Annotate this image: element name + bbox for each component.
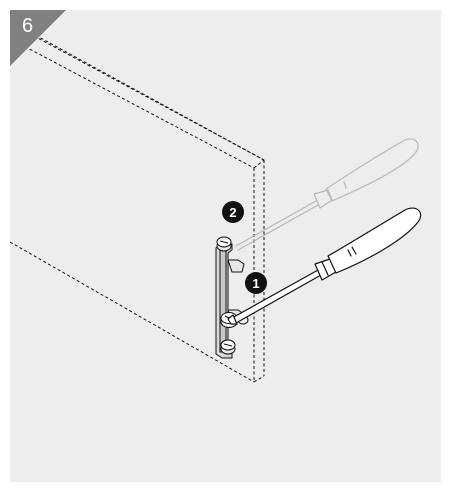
screwdriver-ghost xyxy=(235,138,419,251)
step-number: 6 xyxy=(22,15,34,37)
callout-badge-2: 2 xyxy=(222,201,244,223)
screwdriver xyxy=(227,207,422,325)
callout-badge-1: 1 xyxy=(245,272,267,294)
step-corner-badge xyxy=(10,10,66,66)
assembly-illustration: 2 1 xyxy=(10,29,422,383)
callout-label: 2 xyxy=(229,205,236,220)
instruction-panel: 2 1 6 xyxy=(10,10,441,482)
hinge-bracket xyxy=(215,236,249,359)
callout-label: 1 xyxy=(252,276,259,291)
